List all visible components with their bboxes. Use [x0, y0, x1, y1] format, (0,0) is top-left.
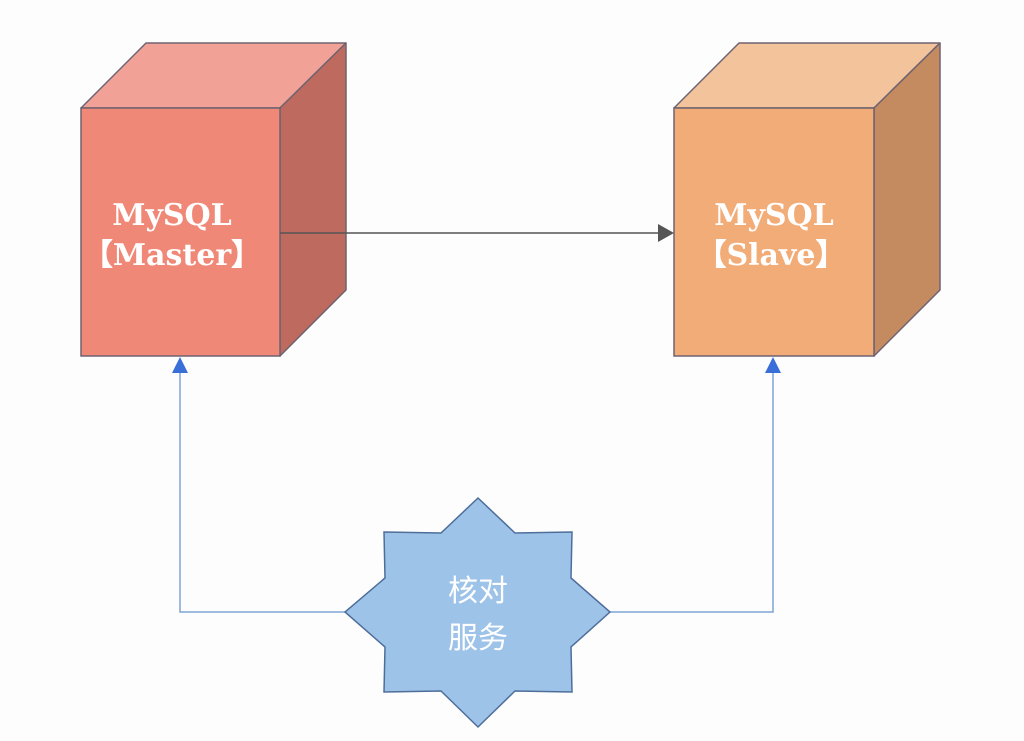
- check-to-master-arrowhead: [172, 357, 188, 373]
- check-service-label-line2: 服务: [448, 621, 508, 656]
- replication-arrowhead: [658, 224, 674, 242]
- slave-cube-front: [673, 107, 875, 357]
- check-service-star: [343, 496, 612, 729]
- slave-label-line2: 【Slave】: [696, 238, 845, 273]
- slave-node[interactable]: MySQL 【Slave】: [673, 42, 941, 357]
- slave-label-line1: MySQL: [714, 198, 834, 233]
- check-to-master-edge: [179, 372, 346, 613]
- check-service-label-line1: 核对: [448, 574, 508, 609]
- check-to-slave-edge: [610, 372, 774, 613]
- master-label-line2: 【Master】: [83, 238, 261, 273]
- master-cube-front: [80, 107, 281, 357]
- check-to-slave-arrowhead: [765, 357, 781, 373]
- master-label-line1: MySQL: [112, 198, 232, 233]
- check-service-node[interactable]: 核对 服务: [343, 496, 612, 729]
- master-node[interactable]: MySQL 【Master】: [80, 42, 347, 357]
